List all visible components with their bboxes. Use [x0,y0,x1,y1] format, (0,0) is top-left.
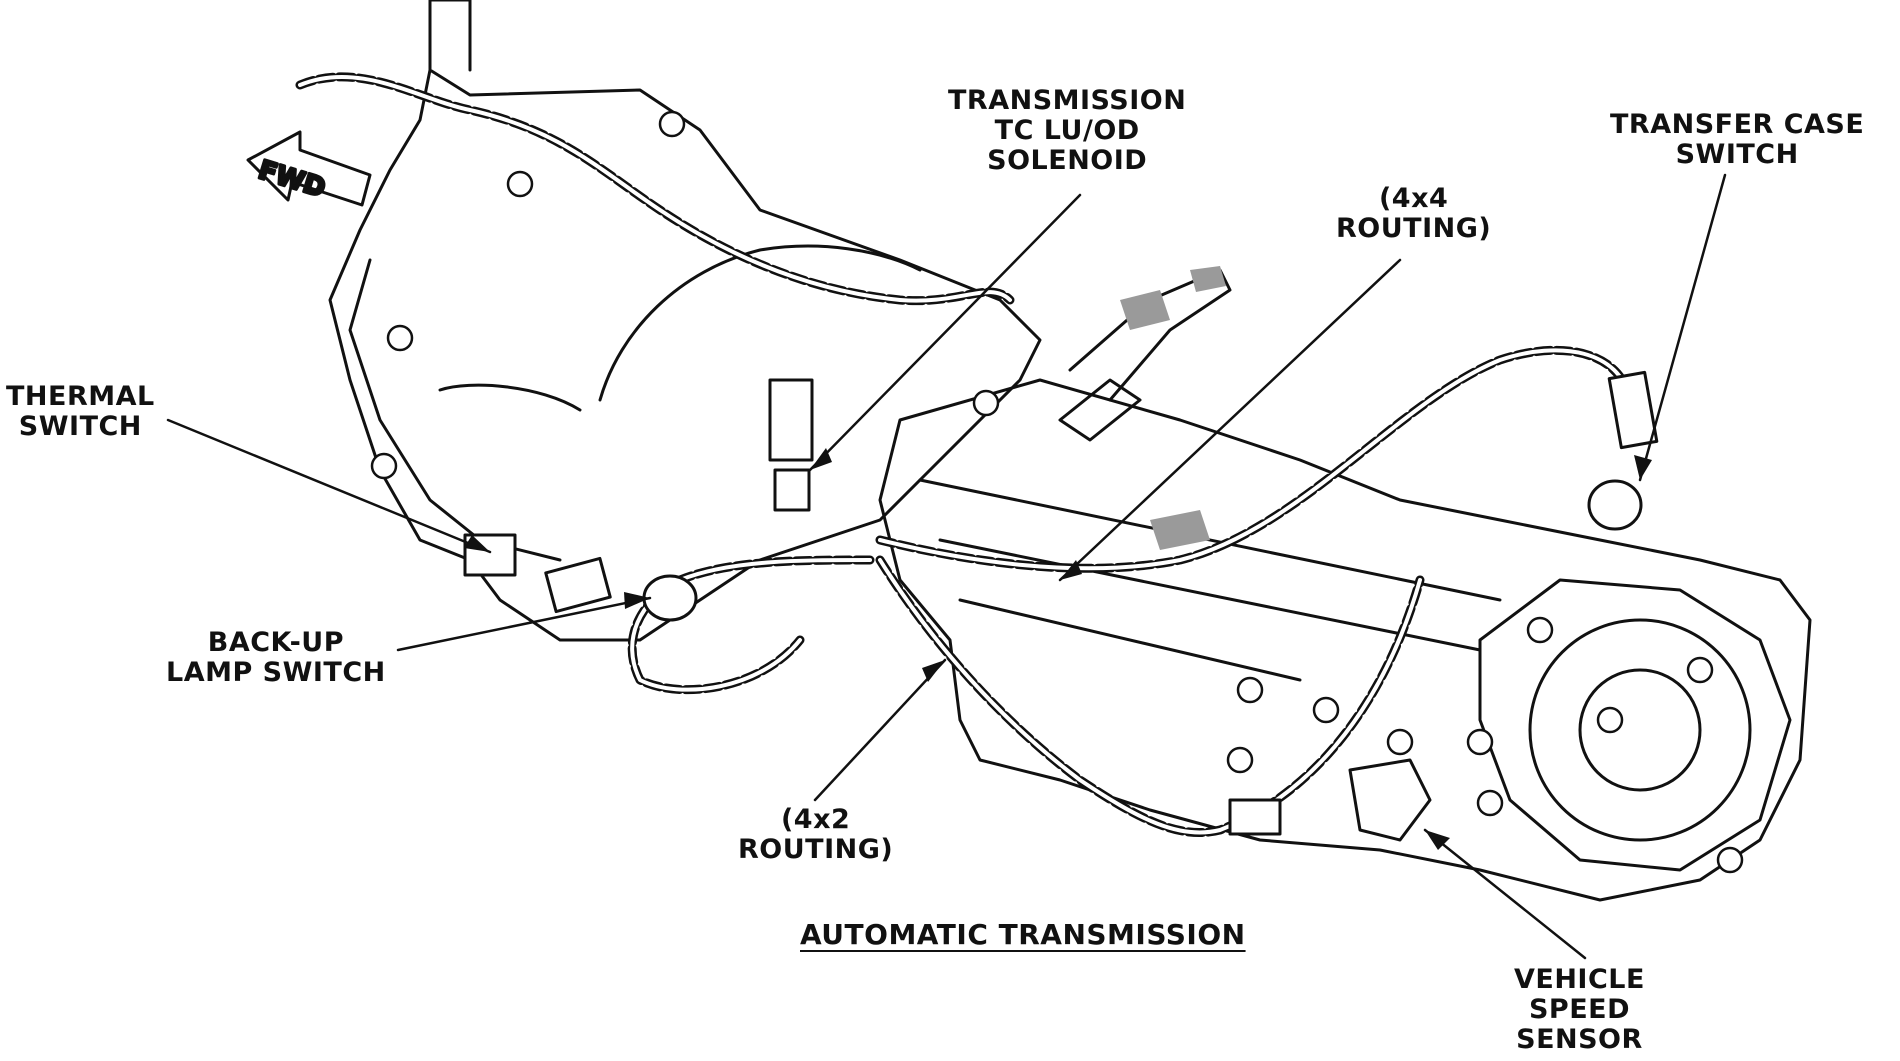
tc-switch-connector [1607,370,1659,450]
label-4x4-routing: (4x4 ROUTING) [1336,183,1492,245]
case-curve-2 [438,383,582,412]
shift-bracket [1058,378,1142,442]
extension-ribs [918,478,1502,682]
forward-arrow-icon: FWD [246,130,372,207]
bell-housing-outline [328,0,1042,642]
leader-vss [1423,828,1587,960]
harness-main-inner [298,74,1012,303]
label-transfer-case-switch: TRANSFER CASE SWITCH [1610,109,1865,171]
label-transmission-solenoid: TRANSMISSION TC LU/OD SOLENOID [948,85,1187,177]
figure-caption: AUTOMATIC TRANSMISSION [800,918,1246,951]
speed-sensor-connector [1228,798,1282,836]
speed-sensor-body [1348,758,1432,842]
shading [1120,290,1170,330]
label-vehicle-speed-sensor: VEHICLE SPEED SENSOR [1514,964,1645,1056]
tc-switch-body [1587,479,1643,531]
backup-switch-body [642,574,698,622]
extension-housing [878,378,1812,902]
output-flange [1528,618,1752,842]
case-curve [598,244,922,402]
bell-housing-inner [348,258,562,562]
leader-4x2 [813,658,947,802]
harness-4x4 [875,345,1635,573]
label-thermal-switch: THERMAL SWITCH [6,381,155,443]
output-flange-inner [1578,668,1702,792]
leader-thermal [166,418,492,554]
label-4x2-routing: (4x2 ROUTING) [738,804,894,866]
solenoid-connector-2 [773,468,811,512]
leader-4x4 [1058,258,1402,582]
leader-backup [396,596,652,652]
label-backup-lamp-switch: BACK-UP LAMP SWITCH [166,627,386,689]
leader-arrowheads [464,448,1652,850]
leader-solenoid [808,193,1082,472]
harness-main [295,72,1015,306]
leader-tc-switch [1638,173,1727,482]
leader-lines [166,173,1727,960]
thermal-connector-2 [544,556,612,614]
bell-housing-tower [428,0,472,72]
solenoid-connector [768,378,814,462]
transfer-case-face [1478,578,1792,872]
bolts [370,110,1744,874]
